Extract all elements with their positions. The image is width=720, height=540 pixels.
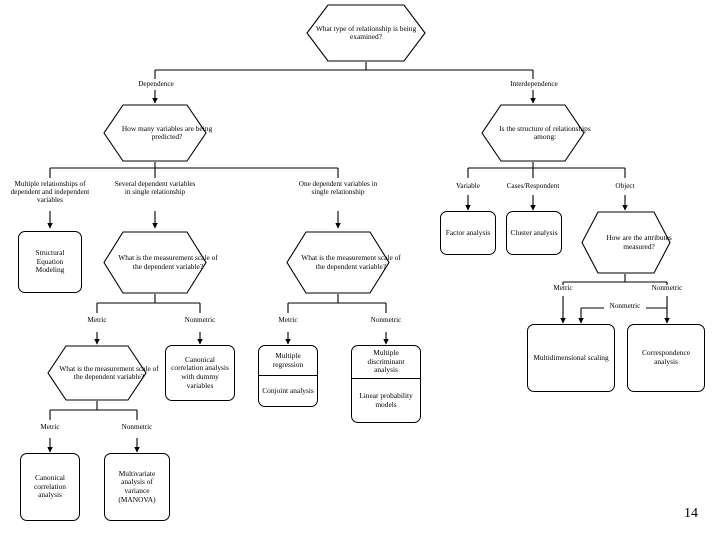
node-conjoint-analysis-label: Conjoint analysis — [262, 385, 314, 395]
node-scale-dep-var-a-label: What is the measurement scale of the dep… — [118, 253, 218, 271]
node-multiple-regression-label: Multiple regression — [272, 350, 304, 369]
edge-label-cases-respondent: Cases/Respondent — [506, 182, 560, 190]
node-canonical-with-dummy[interactable]: Canonical correlation analysis with dumm… — [165, 345, 235, 401]
edge-label-metric-3: Metric — [269, 316, 307, 325]
edge-label-several-dependent: Several dependent variables in single re… — [114, 180, 196, 197]
node-attributes-measured[interactable]: How are the attributes measured? — [581, 211, 672, 274]
edge-label-nonmetric-1: Nonmetric — [177, 316, 223, 325]
node-multiple-regression[interactable]: Multiple regression — [259, 346, 317, 376]
node-scale-dep-var-b-label: What is the measurement scale of the dep… — [59, 363, 159, 381]
edge-label-metric-1: Metric — [78, 316, 116, 325]
node-multidimensional-scaling[interactable]: Multidimensional scaling — [527, 324, 615, 392]
node-factor-analysis-label: Factor analysis — [445, 227, 491, 237]
edge-label-variable: Variable — [456, 182, 480, 190]
node-cluster-analysis-label: Cluster analysis — [510, 227, 558, 237]
edge-label-object: Object — [615, 182, 635, 190]
node-regression-conjoint-group[interactable]: Multiple regression Conjoint analysis — [258, 345, 318, 407]
edge-label-multiple-relationships: Multiple relationships of dependent and … — [10, 180, 90, 205]
node-structural-equation-modeling[interactable]: Structural Equation Modeling — [18, 231, 82, 293]
edge-label-nonmetric-5: Nonmetric — [604, 302, 646, 311]
edge-label-metric-2: Metric — [31, 423, 69, 432]
node-correspondence-analysis[interactable]: Correspondence analysis — [627, 324, 705, 392]
node-scale-dep-var-c-label: What is the measurement scale of the dep… — [301, 253, 401, 271]
node-manova[interactable]: Multivariate analysis of variance (MANOV… — [104, 453, 170, 521]
node-scale-dep-var-b[interactable]: What is the measurement scale of the dep… — [47, 345, 159, 401]
edge-label-metric-4: Metric — [544, 284, 582, 293]
node-canonical-with-dummy-label: Canonical correlation analysis with dumm… — [171, 354, 229, 390]
node-cluster-analysis[interactable]: Cluster analysis — [506, 211, 562, 255]
node-linear-probability[interactable]: Linear probability models — [352, 379, 420, 422]
page-number: 14 — [684, 506, 698, 521]
node-attributes-measured-label: How are the attributes measured? — [606, 233, 672, 251]
node-discriminant-linear-group[interactable]: Multiple discriminant analysis Linear pr… — [351, 345, 421, 423]
edge-label-nonmetric-3: Nonmetric — [363, 316, 409, 325]
node-scale-dep-var-c[interactable]: What is the measurement scale of the dep… — [286, 231, 401, 294]
node-multiple-discriminant[interactable]: Multiple discriminant analysis — [352, 346, 420, 380]
node-how-many-variables[interactable]: How many variables are being predicted? — [103, 104, 212, 162]
edge-label-nonmetric-4: Nonmetric — [644, 284, 690, 293]
node-conjoint-analysis[interactable]: Conjoint analysis — [259, 376, 317, 406]
node-how-many-variables-label: How many variables are being predicted? — [121, 123, 213, 141]
node-linear-probability-label: Linear probability models — [359, 391, 413, 409]
node-structural-equation-modeling-label: Structural Equation Modeling — [35, 248, 65, 275]
node-factor-analysis[interactable]: Factor analysis — [440, 211, 496, 255]
edge-label-dependence: Dependence — [129, 80, 183, 89]
node-structure-of-relationships-label: Is the structure of relationships among: — [499, 123, 591, 141]
node-root-question[interactable]: What type of relationship is being exami… — [306, 4, 426, 62]
edge-label-interdependence: Interdependence — [498, 80, 570, 89]
node-multiple-discriminant-label: Multiple discriminant analysis — [367, 348, 405, 375]
node-canonical-correlation[interactable]: Canonical correlation analysis — [20, 453, 80, 521]
node-manova-label: Multivariate analysis of variance (MANOV… — [118, 468, 156, 504]
node-structure-of-relationships[interactable]: Is the structure of relationships among: — [481, 104, 591, 162]
node-canonical-correlation-label: Canonical correlation analysis — [33, 473, 66, 500]
node-multidimensional-scaling-label: Multidimensional scaling — [533, 352, 609, 362]
node-root-question-label: What type of relationship is being exami… — [315, 23, 417, 41]
node-scale-dep-var-a[interactable]: What is the measurement scale of the dep… — [103, 231, 218, 294]
node-correspondence-analysis-label: Correspondence analysis — [641, 348, 691, 366]
edge-label-one-dependent: One dependent variables in single relati… — [298, 180, 378, 197]
edge-label-nonmetric-2: Nonmetric — [114, 423, 160, 432]
